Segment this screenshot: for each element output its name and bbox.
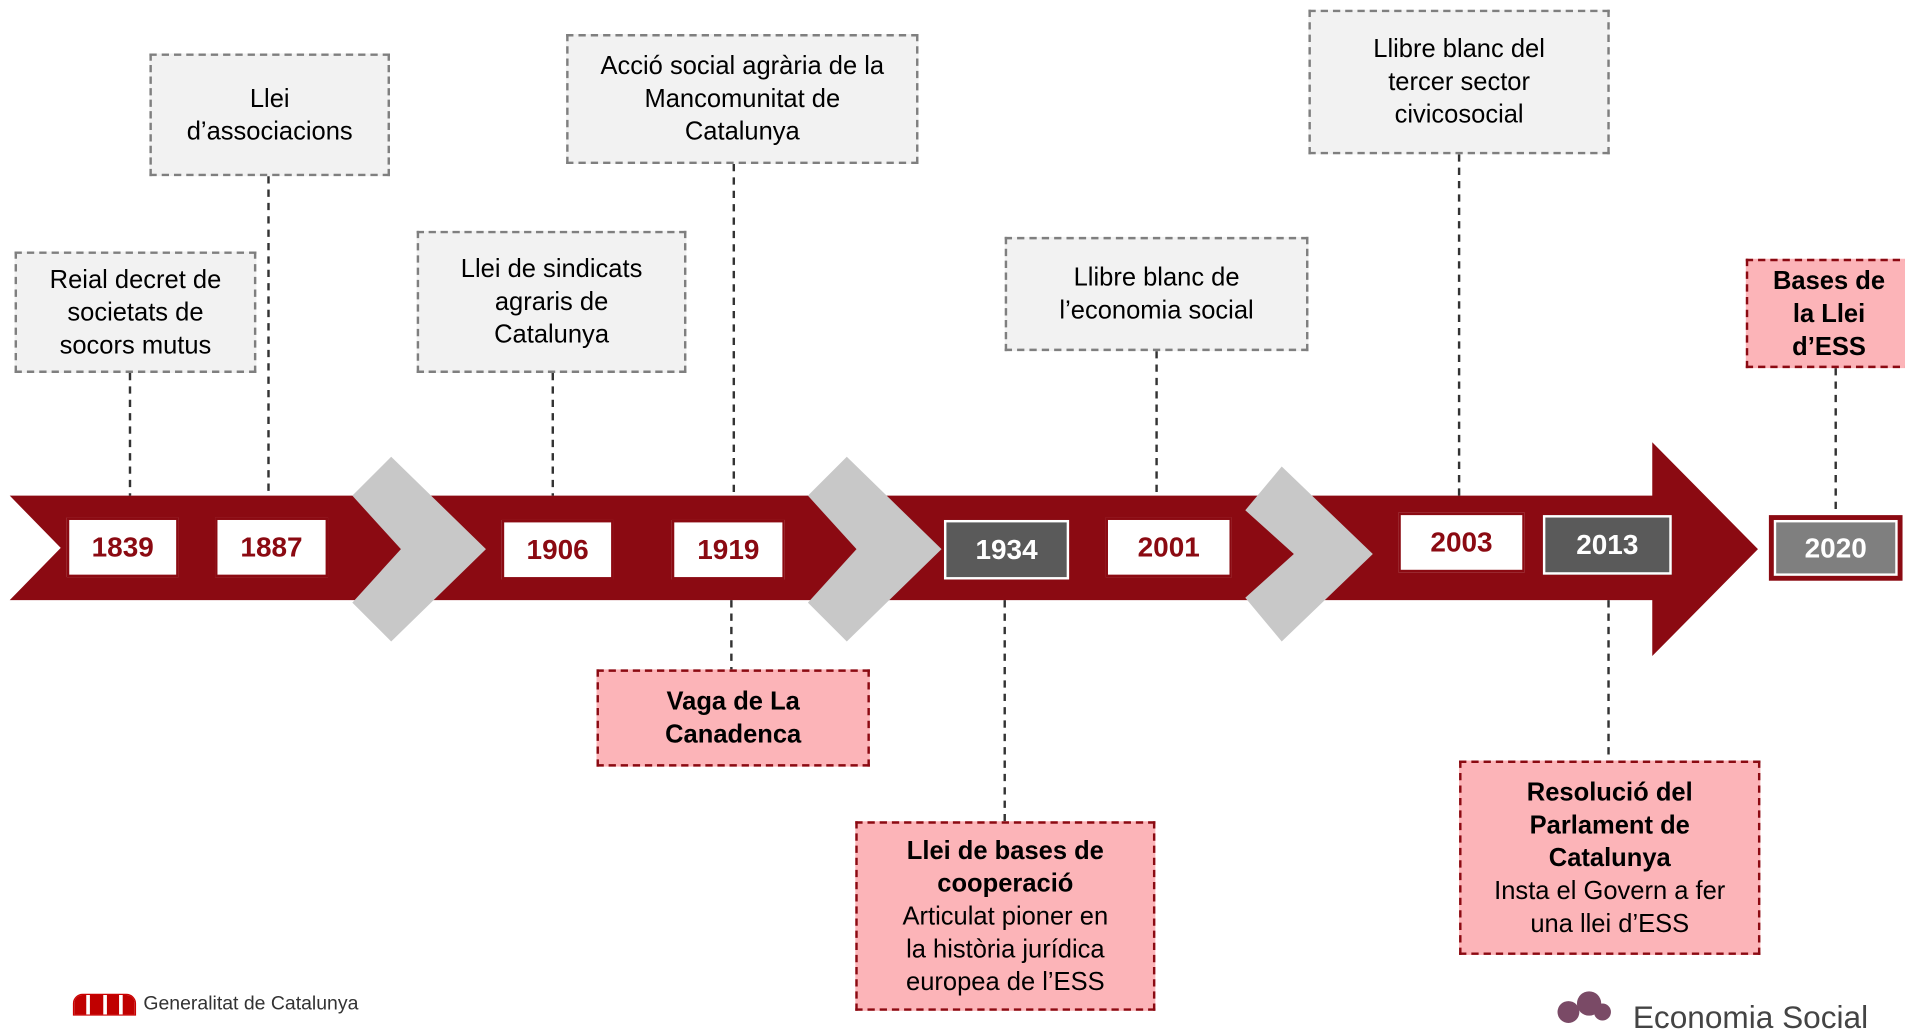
event-line: Mancomunitat de — [644, 85, 841, 113]
event-line: socors mutus — [59, 331, 212, 360]
event-line: europea de l’ESS — [906, 967, 1105, 996]
generalitat-logo-text: Generalitat de Catalunya — [143, 993, 359, 1015]
chevron-1 — [352, 456, 486, 642]
event-1906: Llei de sindicats agraris de Catalunya — [416, 230, 687, 373]
event-2003: Llibre blanc del tercer sector civicosoc… — [1308, 9, 1610, 155]
year-2013: 2013 — [1542, 515, 1672, 575]
event-line-bold: Llei de bases de — [906, 836, 1104, 865]
event-line: Catalunya — [684, 117, 800, 146]
event-line-bold: la Llei — [1792, 299, 1866, 328]
event-1919-bottom: Vaga de La Canadenca — [596, 669, 870, 767]
event-line-bold: Catalunya — [1548, 843, 1671, 872]
dots-icon — [1557, 989, 1611, 1023]
event-line: Acció social agrària de la — [600, 52, 885, 81]
chevron-2 — [807, 456, 942, 642]
event-line-bold: cooperació — [937, 869, 1074, 898]
event-line-bold: Resolució del — [1526, 778, 1693, 807]
event-1919-top: Acció social agrària de la Mancomunitat … — [566, 34, 919, 165]
year-1934: 1934 — [943, 519, 1070, 580]
event-2001: Llibre blanc de l’economia social — [1004, 236, 1309, 352]
event-2020: Bases de la Llei d’ESS — [1745, 258, 1905, 369]
event-line-bold: Bases de — [1772, 266, 1886, 295]
event-line-bold: Vaga de La — [666, 687, 800, 716]
event-line: l’economia social — [1059, 296, 1254, 325]
event-1934: Llei de bases de cooperació Articulat pi… — [855, 821, 1156, 1011]
year-1887: 1887 — [215, 517, 329, 578]
economia-social-logo: Economia Social — [1557, 989, 1869, 1036]
year-1906: 1906 — [501, 519, 614, 580]
event-line: Insta el Govern a fer — [1494, 876, 1726, 905]
event-line: tercer sector — [1388, 68, 1530, 96]
event-line: Articulat pioner en — [902, 902, 1109, 931]
event-line: Llei — [249, 84, 290, 113]
event-line: Llibre blanc de — [1073, 263, 1240, 292]
event-line: Llibre blanc del — [1373, 35, 1545, 64]
event-line: Reial decret de — [49, 265, 222, 294]
event-line: d’associacions — [186, 117, 353, 146]
year-2003: 2003 — [1398, 512, 1525, 573]
generalitat-logo: Generalitat de Catalunya — [72, 993, 359, 1016]
year-1919: 1919 — [671, 519, 785, 580]
generalitat-shield-icon — [72, 993, 137, 1016]
event-line: la història jurídica — [906, 934, 1105, 963]
event-line: societats de — [67, 298, 204, 327]
year-1839: 1839 — [66, 517, 179, 578]
event-line-bold: d’ESS — [1792, 332, 1866, 361]
event-line: Catalunya — [494, 320, 610, 349]
event-line: Llei de sindicats — [460, 255, 643, 284]
event-line-bold: Parlament de — [1529, 810, 1690, 839]
event-2013: Resolució del Parlament de Catalunya Ins… — [1459, 760, 1761, 955]
event-1839: Reial decret de societats de socors mutu… — [14, 251, 257, 373]
year-2001: 2001 — [1105, 517, 1232, 578]
event-line: una llei d’ESS — [1530, 909, 1690, 938]
year-2020: 2020 — [1768, 515, 1903, 581]
event-line: civicosocial — [1394, 100, 1524, 129]
economia-social-logo-text: Economia Social — [1632, 998, 1869, 1036]
timeline-diagram — [9, 154, 1837, 822]
event-line: agraris de — [494, 287, 609, 316]
chevron-3 — [1245, 466, 1373, 642]
event-line-bold: Canadenca — [665, 720, 802, 749]
event-1887: Llei d’associacions — [149, 53, 390, 177]
